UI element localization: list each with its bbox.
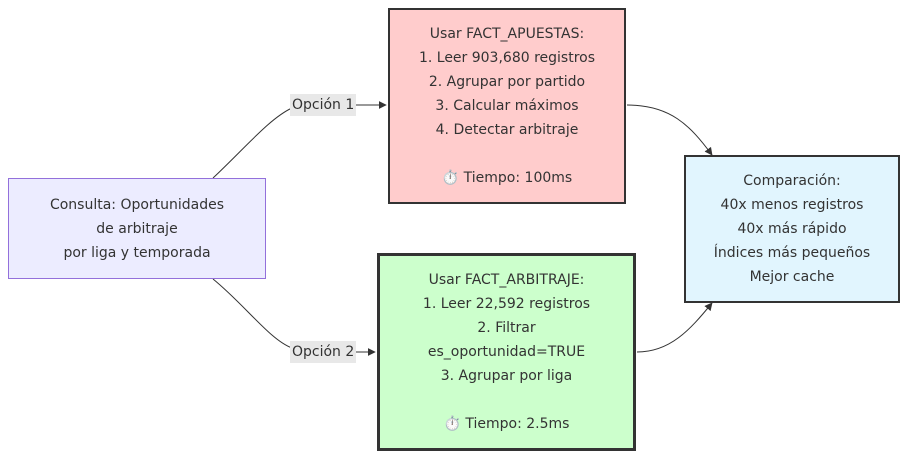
node-apuestas-line: Usar FACT_APUESTAS: — [429, 26, 585, 42]
node-comparacion-line: 40x menos registros — [720, 197, 864, 213]
node-arbitraje-line: Usar FACT_ARBITRAJE: — [428, 272, 585, 288]
node-apuestas-line: 2. Agrupar por partido — [428, 74, 586, 90]
node-fact-arbitraje: Usar FACT_ARBITRAJE: 1. Leer 22,592 regi… — [377, 253, 636, 451]
node-arbitraje-line: 2. Filtrar — [477, 320, 536, 336]
node-apuestas-time: ⏱️ Tiempo: 100ms — [441, 170, 573, 186]
edge-label-opcion-1: Opción 1 — [290, 94, 357, 116]
node-comparacion-line: 40x más rápido — [737, 221, 847, 237]
node-arbitraje-line: 3. Agrupar por liga — [440, 368, 573, 384]
node-arbitraje-line: es_oportunidad=TRUE — [427, 344, 586, 360]
node-comparacion-line: Comparación: — [743, 173, 841, 189]
node-consulta-line: Consulta: Oportunidades — [49, 196, 225, 213]
node-comparacion: Comparación: 40x menos registros 40x más… — [684, 155, 900, 303]
node-consulta-line: de arbitraje — [96, 220, 178, 237]
node-arbitraje-line: 1. Leer 22,592 registros — [422, 296, 591, 312]
node-fact-apuestas: Usar FACT_APUESTAS: 1. Leer 903,680 regi… — [388, 8, 626, 204]
node-apuestas-line: 3. Calcular máximos — [435, 98, 579, 114]
node-consulta: Consulta: Oportunidades de arbitraje por… — [8, 178, 266, 279]
node-apuestas-line: 1. Leer 903,680 registros — [418, 50, 596, 66]
edge-label-opcion-2: Opción 2 — [290, 341, 357, 363]
node-comparacion-line: Índices más pequeños — [713, 245, 871, 261]
node-consulta-line: por liga y temporada — [63, 244, 211, 261]
node-comparacion-line: Mejor cache — [749, 269, 835, 285]
node-arbitraje-time: ⏱️ Tiempo: 2.5ms — [443, 416, 570, 432]
node-apuestas-line: 4. Detectar arbitraje — [435, 122, 579, 138]
edge-arbitraje-comparacion — [636, 302, 713, 353]
edge-apuestas-comparacion — [626, 104, 713, 156]
